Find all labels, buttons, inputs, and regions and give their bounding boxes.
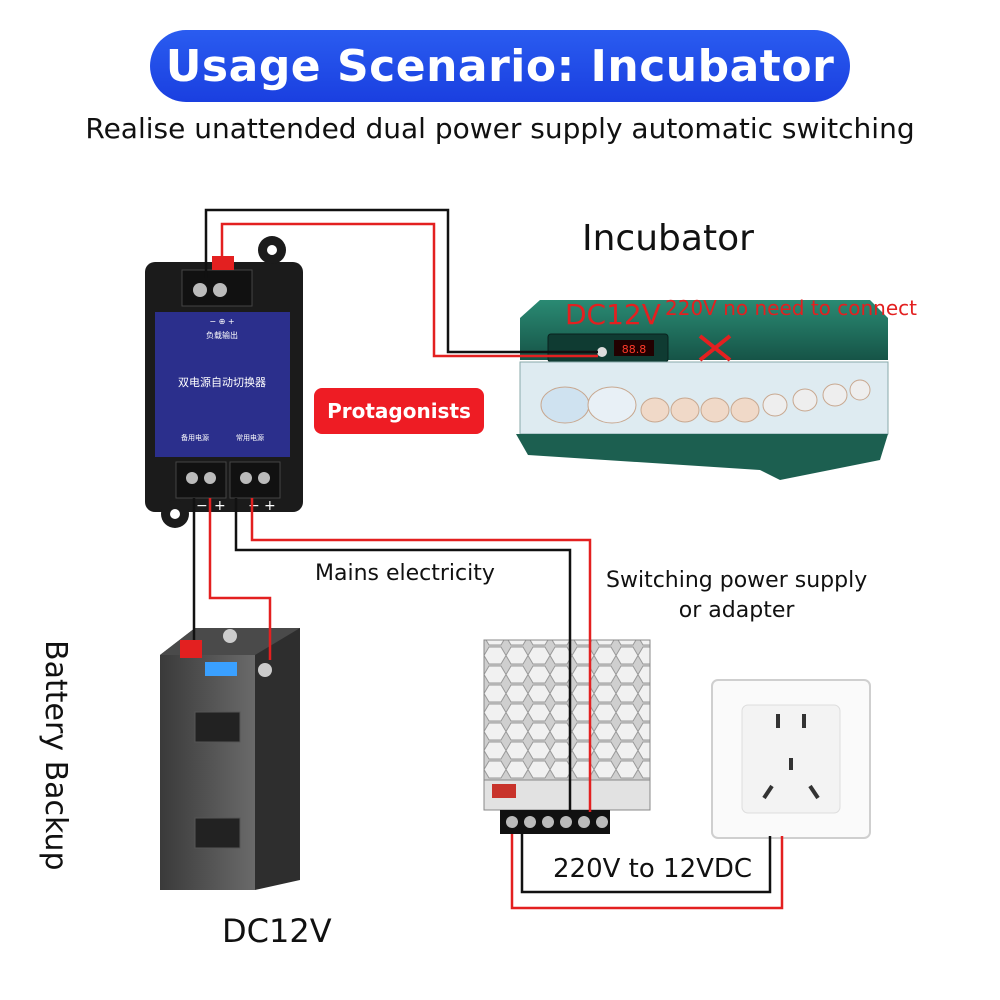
title-banner: Usage Scenario: Incubator [150, 30, 850, 102]
battery-label: Battery Backup [38, 640, 73, 871]
display-icon: 88.8 [622, 343, 647, 356]
incubator-illustration: 88.8 [516, 300, 889, 480]
device-name: 双电源自动切换器 [178, 375, 266, 389]
power-supply-illustration [483, 639, 651, 834]
terminal-screw-icon [240, 472, 252, 484]
terminal-screw-icon [258, 472, 270, 484]
device-polarity-top: − ⊕ + [209, 317, 234, 326]
power-supply-label-line: or adapter [678, 598, 795, 623]
battery-positive-wire [208, 498, 272, 660]
mains-negative-wire [234, 498, 572, 812]
terminal-screw-icon [193, 283, 207, 297]
terminal-plus: + [214, 498, 226, 514]
page-subtitle: Realise unattended dual power supply aut… [85, 112, 915, 145]
incubator-input-label: DC12V [565, 298, 661, 331]
cross-icon [698, 334, 732, 362]
ac-neutral-wire [520, 834, 772, 894]
wires [192, 208, 784, 910]
page-title: Usage Scenario: Incubator [165, 40, 835, 92]
terminal-minus: − [196, 498, 208, 514]
ac-live-wire [510, 834, 784, 910]
incubator-label: Incubator [582, 218, 754, 259]
terminal-plus: + [264, 498, 276, 514]
psu-terminal-block [500, 810, 610, 834]
protagonists-badge: Protagonists [314, 388, 484, 434]
terminal-screw-icon [213, 283, 227, 297]
battery-voltage-label: DC12V [222, 912, 332, 950]
battery-illustration [160, 628, 300, 890]
converter-label: 220V to 12VDC [553, 854, 753, 884]
device-output-label: 负载输出 [206, 330, 238, 340]
power-supply-label: Switching power supply or adapter [606, 566, 867, 626]
mains-positive-wire [250, 498, 592, 812]
incubator-note: 220V no need to connect [665, 296, 917, 320]
device-backup-label: 备用电源 [181, 433, 209, 442]
battery-meter-icon [205, 662, 237, 676]
device-main-label: 常用电源 [236, 433, 264, 442]
terminal-screw-icon [204, 472, 216, 484]
positive-terminal-icon [180, 640, 202, 658]
power-supply-label-line: Switching power supply [606, 568, 868, 593]
output-negative-wire [204, 208, 598, 354]
output-positive-wire [220, 222, 598, 358]
auto-switch-device [145, 236, 303, 528]
dc-jack-icon [597, 347, 607, 357]
eggs-icon [540, 379, 871, 424]
terminal-screw-icon [186, 472, 198, 484]
wall-socket-illustration [711, 679, 871, 839]
terminal-minus: − [248, 498, 260, 514]
device-label-panel [155, 312, 290, 457]
mains-label: Mains electricity [315, 561, 495, 586]
